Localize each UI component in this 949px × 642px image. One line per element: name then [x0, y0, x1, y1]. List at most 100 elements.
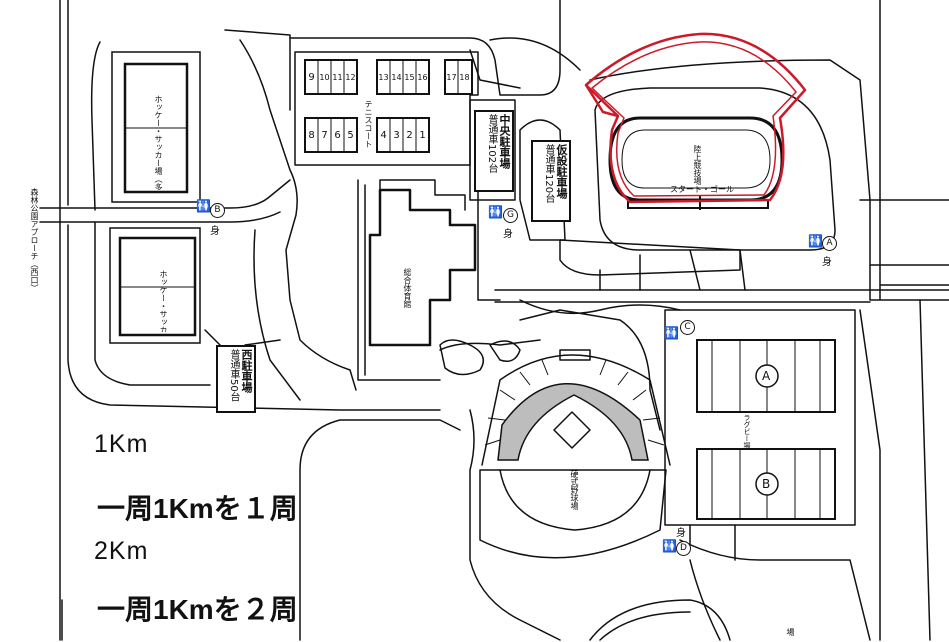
- rugby-b-circle: [755, 472, 779, 496]
- pond-2: [489, 340, 521, 362]
- toilet-icon-d: 🚻: [662, 539, 677, 553]
- temp-parking-shape: [519, 119, 566, 241]
- court-12: 12: [345, 73, 356, 82]
- baseball-stand-segments: [484, 359, 665, 446]
- toilet-icon-c: 🚻: [664, 326, 679, 340]
- road-lower-right: [679, 539, 871, 641]
- gym-outline: [368, 188, 477, 347]
- toilet-g-badge: G: [503, 208, 518, 223]
- tennis-frame: [294, 51, 479, 166]
- central-parking-frame: [469, 99, 516, 201]
- central-parking-title: 中央駐車場: [498, 114, 511, 169]
- accessible-icon-a: 身: [822, 257, 832, 268]
- bottom-facility-label: 場: [786, 628, 795, 636]
- toilet-d-badge: D: [676, 541, 691, 556]
- west-parking-count: 普通車50台: [228, 349, 239, 402]
- road-right-edge: [859, 299, 931, 641]
- tennis-courts-label: テニスコート: [364, 100, 373, 148]
- accessible-icon-d: 身: [676, 528, 686, 539]
- caption-2km-heading: 2Km: [94, 537, 149, 565]
- gym-annex: [379, 179, 466, 211]
- rugby-field-b: [696, 448, 836, 520]
- court-10: 10: [319, 73, 330, 82]
- rugby-a-circle: [755, 364, 779, 388]
- running-route-inner: [591, 41, 797, 197]
- hockey-field-1-label: ホッケー・サッカー場（多目的フィールド）＜天然芝＞: [133, 95, 163, 190]
- accessible-icon-g: 身: [503, 229, 513, 240]
- road-misc-3: [689, 524, 736, 561]
- caption-1km-text: 一周1Kmを１周: [97, 493, 298, 524]
- athletics-stadium-label: 陸上競技場: [693, 145, 702, 185]
- road-mid-v: [253, 229, 301, 401]
- west-parking-title: 西駐車場: [240, 349, 253, 393]
- rugby-area-frame: [664, 309, 856, 526]
- west-parking-label: 西駐車場 普通車50台: [216, 345, 256, 413]
- caption-1km-heading: 1Km: [94, 430, 149, 458]
- toilet-icon-g: 🚻: [488, 205, 503, 219]
- road-misc-1: [519, 299, 681, 315]
- west-approach-label: 森林公園アプローチ（西口）: [30, 188, 39, 292]
- court-6: 6: [334, 130, 341, 141]
- court-18: 18: [459, 73, 470, 82]
- road-field-loop-2: [94, 29, 291, 386]
- road-east-2: [859, 199, 949, 286]
- court-16: 16: [417, 73, 428, 82]
- road-baseball-west: [469, 409, 561, 641]
- gymnasium-label: 総合体育館: [403, 268, 412, 308]
- toilet-a-badge: A: [822, 236, 837, 251]
- road-field-loop: [90, 39, 357, 391]
- baseball-inner-lower: [499, 469, 651, 531]
- baseball-infield: [553, 411, 591, 449]
- toilet-b-badge: B: [210, 203, 225, 218]
- rugby-field-label: ラグビー場（中央ローン）: [743, 414, 751, 448]
- running-route: [584, 32, 807, 204]
- road-gym-surround: [357, 179, 501, 381]
- baseball-lower: [479, 469, 667, 559]
- court-4: 4: [380, 130, 387, 141]
- court-1: 1: [419, 130, 426, 141]
- court-15: 15: [404, 73, 415, 82]
- hockey-field-2: [109, 227, 201, 344]
- baseball-stadium-label: 硬式野球場: [570, 470, 579, 510]
- court-11: 11: [332, 73, 343, 82]
- toilet-icon-a: 🚻: [808, 234, 823, 248]
- road-west-approach: [39, 179, 291, 223]
- road-north: [289, 0, 561, 96]
- court-9: 9: [308, 72, 315, 83]
- temp-parking-count: 普通車120台: [543, 144, 554, 204]
- toilet-icon-b: 🚻: [196, 199, 211, 213]
- court-8: 8: [308, 130, 315, 141]
- road-east: [489, 0, 949, 301]
- court-3: 3: [393, 130, 400, 141]
- stadium-lower: [559, 239, 741, 276]
- running-route-link: [584, 84, 619, 118]
- baseball-scoreboard: [559, 349, 591, 361]
- caption-2km-text: 一周1Kmを２周: [97, 594, 298, 625]
- bottom-structure: [589, 599, 731, 641]
- toilet-c-badge: C: [680, 320, 695, 335]
- stadium-outer-ring: [594, 87, 836, 251]
- hockey-field-1: [111, 51, 201, 203]
- road-lower-left: [61, 419, 461, 641]
- central-parking-label: 中央駐車場 普通車102台: [474, 110, 514, 192]
- pond: [439, 339, 485, 376]
- hockey-field-2-label: ホッケー・サッカー場（多目的フィールド）＜人工芝＞: [138, 270, 168, 332]
- baseball-outer: [481, 354, 671, 466]
- rugby-b-letter: B: [762, 477, 771, 491]
- start-goal-label: スタート・ゴール: [670, 185, 734, 194]
- temp-parking-title: 仮設駐車場: [555, 144, 568, 199]
- tennis-court-dividers: [317, 60, 459, 152]
- court-5: 5: [347, 130, 354, 141]
- court-7: 7: [321, 130, 328, 141]
- rugby-field-a: [696, 339, 836, 413]
- central-parking-count: 普通車102台: [486, 114, 497, 174]
- court-17: 17: [446, 73, 457, 82]
- road-west-edge-inner: [67, 0, 441, 411]
- road-south-of-stadium: [494, 289, 949, 303]
- temp-parking-label: 仮設駐車場 普通車120台: [531, 140, 571, 222]
- court-13: 13: [378, 73, 389, 82]
- road-baseball-north: [439, 309, 661, 431]
- road-north-2: [469, 49, 521, 89]
